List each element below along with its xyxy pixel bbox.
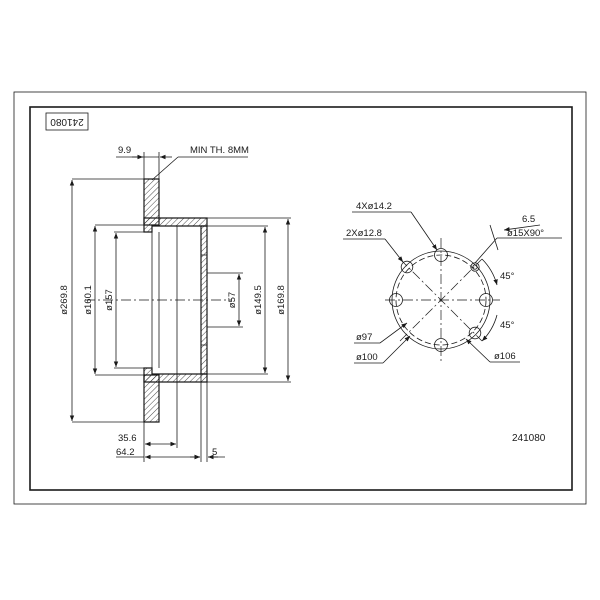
angle-arc-bottom: [481, 314, 498, 342]
dim-hat-depth: 35.6: [118, 433, 137, 444]
dim-angle-bottom: 45°: [500, 320, 515, 331]
bolt-hole-right: [479, 293, 493, 307]
aux-hole-left: [400, 260, 414, 274]
dim-hat-inner-dia2: ø157: [104, 289, 115, 311]
outer-frame: [13, 91, 587, 505]
dim-chamfer: ø15X90°: [507, 228, 544, 239]
dim-angle-top: 45°: [500, 271, 515, 282]
pcd-circle-outer: [391, 250, 491, 350]
min-th-leader: [151, 156, 179, 181]
side-view: ø269.8 ø160.1 ø157 ø57 ø149.5 ø169.8 9.9…: [59, 145, 291, 462]
dim-pcd-97: ø97: [356, 332, 372, 343]
angle-arc-top: [481, 258, 498, 286]
front-view: 4Xø14.2 2Xø12.8 6.5 ø15X90° 45° 45° ø97 …: [343, 201, 562, 364]
dim-hat-outer-dia: ø169.8: [276, 285, 287, 315]
dim-outer-dia: ø269.8: [59, 285, 70, 315]
dim-hub-dia: ø149.5: [253, 285, 264, 315]
aux-hole-right: [468, 326, 482, 340]
dim-total-height: 64.2: [116, 447, 135, 458]
min-thickness-note: MIN TH. 8MM: [190, 145, 249, 156]
dim-pcd-106: ø106: [494, 351, 516, 362]
bolt-hole-bottom: [434, 338, 448, 352]
bolt-hole-top: [434, 248, 448, 262]
inner-frame: [29, 106, 573, 491]
dim-hub-thickness: 5: [212, 447, 217, 458]
dim-center-bore: ø57: [227, 292, 238, 308]
dim-pcd-100: ø100: [356, 352, 378, 363]
dim-bolt-holes: 4Xø14.2: [356, 201, 392, 212]
hub-plate: [200, 225, 208, 375]
pcd-circle-inner: [395, 254, 487, 346]
dim-aux-holes: 2Xø12.8: [346, 228, 382, 239]
dim-chamfer-depth: 6.5: [522, 214, 535, 225]
bolt-hole-left: [389, 293, 403, 307]
title-tag-text: 241080: [50, 116, 84, 127]
hat-wall-top: [143, 217, 208, 233]
dim-flange-thickness: 9.9: [118, 145, 131, 156]
dim-hat-inner-dia: ø160.1: [83, 285, 94, 315]
hat-wall-bottom: [143, 367, 208, 383]
title-tag: 241080: [45, 112, 89, 131]
part-number: 241080: [512, 433, 546, 444]
